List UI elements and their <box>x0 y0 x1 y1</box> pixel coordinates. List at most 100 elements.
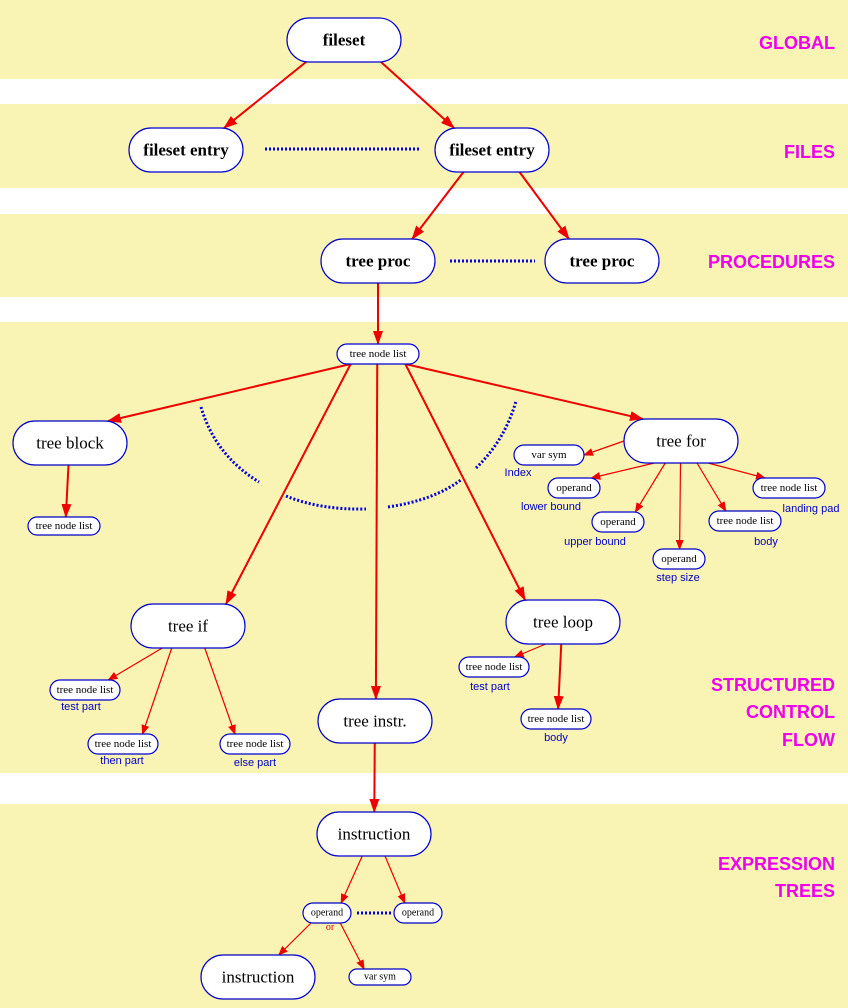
node-tree-loop: tree loop <box>505 599 621 645</box>
edge-tree-for-to-for-landing <box>707 462 766 480</box>
band-label-flow: FLOW <box>782 730 835 750</box>
node-shape <box>708 510 782 532</box>
node-label: tree node list <box>717 515 774 527</box>
node-shape <box>49 679 121 701</box>
node-label: tree node list <box>95 738 152 750</box>
node-shape <box>320 238 436 284</box>
node-shape <box>513 444 585 466</box>
node-fileset: fileset <box>286 17 402 63</box>
node-label: operand <box>311 908 343 919</box>
node-shape <box>348 968 412 986</box>
node-shape <box>434 127 550 173</box>
node-shape <box>27 516 101 536</box>
node-label: operand <box>661 553 697 565</box>
node-label: tree node list <box>528 713 585 725</box>
node-operand-2: operand <box>393 902 443 924</box>
node-label: instruction <box>338 825 411 844</box>
role-label-loop-body: body <box>544 732 568 744</box>
edge-tree-if-to-if-test <box>107 647 163 681</box>
node-shape <box>752 477 826 499</box>
edge-fileset-entry-2-to-tree-proc-1 <box>411 171 465 240</box>
node-tree-node-list-main: tree node list <box>336 343 420 365</box>
role-label-for-landing: landing pad <box>783 503 840 515</box>
edge-instruction-to-operand-2 <box>384 855 406 904</box>
node-label: tree proc <box>570 252 635 271</box>
node-shape <box>520 708 592 730</box>
edge-fileset-entry-2-to-tree-proc-2 <box>518 171 570 240</box>
node-for-var-sym: var sym <box>513 444 585 466</box>
edge-tree-if-to-if-else <box>204 647 236 735</box>
role-label-for-var-sym: Index <box>505 467 532 479</box>
dotted-arc-left-2 <box>285 494 367 511</box>
node-tree-proc-2: tree proc <box>544 238 660 284</box>
node-for-body: tree node list <box>708 510 782 532</box>
band-structured-control-flow <box>0 322 848 773</box>
edge-tree-node-list-main-to-tree-instr <box>370 363 381 700</box>
role-label-if-test: test part <box>61 701 101 713</box>
node-label: tree node list <box>466 661 523 673</box>
edge-tree-loop-to-loop-test <box>513 643 546 658</box>
edge-tree-for-to-for-lower <box>590 462 655 480</box>
edge-tree-node-list-main-to-tree-block <box>107 363 351 423</box>
node-tree-for: tree for <box>623 418 739 464</box>
node-shape <box>302 902 352 924</box>
band-label-files: FILES <box>784 142 835 162</box>
band-label-expression: EXPRESSION <box>718 854 835 874</box>
node-fileset-entry-1: fileset entry <box>128 127 244 173</box>
dotted-arc-left-1 <box>199 406 260 484</box>
node-for-landing: tree node list <box>752 477 826 499</box>
node-if-test: tree node list <box>49 679 121 701</box>
node-shape <box>393 902 443 924</box>
node-shape <box>200 954 316 1000</box>
node-tree-if: tree if <box>130 603 246 649</box>
edge-tree-for-to-for-upper <box>634 462 666 513</box>
edge-tree-if-to-if-then <box>141 647 173 735</box>
node-label: tree node list <box>57 684 114 696</box>
node-shape <box>652 548 706 570</box>
band-label-control: CONTROL <box>746 702 835 722</box>
node-label: fileset entry <box>449 141 535 160</box>
role-label-loop-test: test part <box>470 681 510 693</box>
edge-tree-block-to-tree-block-list <box>61 464 72 518</box>
node-label: operand <box>402 908 434 919</box>
node-instruction-2: instruction <box>200 954 316 1000</box>
node-shape <box>286 17 402 63</box>
node-for-step: operand <box>652 548 706 570</box>
node-label: instruction <box>222 968 295 987</box>
edge-instruction-to-operand-1 <box>340 855 363 904</box>
nodes-layer: fileset fileset entry fileset entry tree pr… <box>12 17 826 1000</box>
node-shape <box>458 656 530 678</box>
node-label: tree node list <box>227 738 284 750</box>
node-shape <box>591 511 645 533</box>
or-annotation: or <box>326 922 335 933</box>
edge-tree-node-list-main-to-tree-if <box>225 363 352 605</box>
node-shape <box>544 238 660 284</box>
node-shape <box>130 603 246 649</box>
role-label-for-body: body <box>754 536 778 548</box>
node-label: operand <box>556 482 592 494</box>
band-expression-trees <box>0 804 848 1008</box>
node-tree-proc-1: tree proc <box>320 238 436 284</box>
node-label: tree node list <box>761 482 818 494</box>
edges-layer <box>61 61 766 970</box>
node-label: tree node list <box>350 348 407 360</box>
band-label-global: GLOBAL <box>759 33 835 53</box>
edge-tree-for-to-for-var-sym <box>583 440 625 456</box>
edge-operand-1-to-expr-var-sym <box>339 922 365 970</box>
node-shape <box>623 418 739 464</box>
band-label-structured: STRUCTURED <box>711 675 835 695</box>
node-expr-var-sym: var sym <box>348 968 412 986</box>
node-label: var sym <box>364 972 396 983</box>
band-global <box>0 0 848 79</box>
node-shape <box>336 343 420 365</box>
band-labels: GLOBAL FILES PROCEDURES STRUCTURED CONTR… <box>708 33 835 901</box>
node-label: tree proc <box>346 252 411 271</box>
node-if-else: tree node list <box>219 733 291 755</box>
role-label-for-lower: lower bound <box>521 501 581 513</box>
node-label: tree if <box>168 617 208 636</box>
node-shape <box>316 811 432 857</box>
edge-operand-1-to-instruction-2 <box>277 922 312 956</box>
edge-tree-for-to-for-step <box>675 462 684 550</box>
role-label-for-step: step size <box>656 572 699 584</box>
